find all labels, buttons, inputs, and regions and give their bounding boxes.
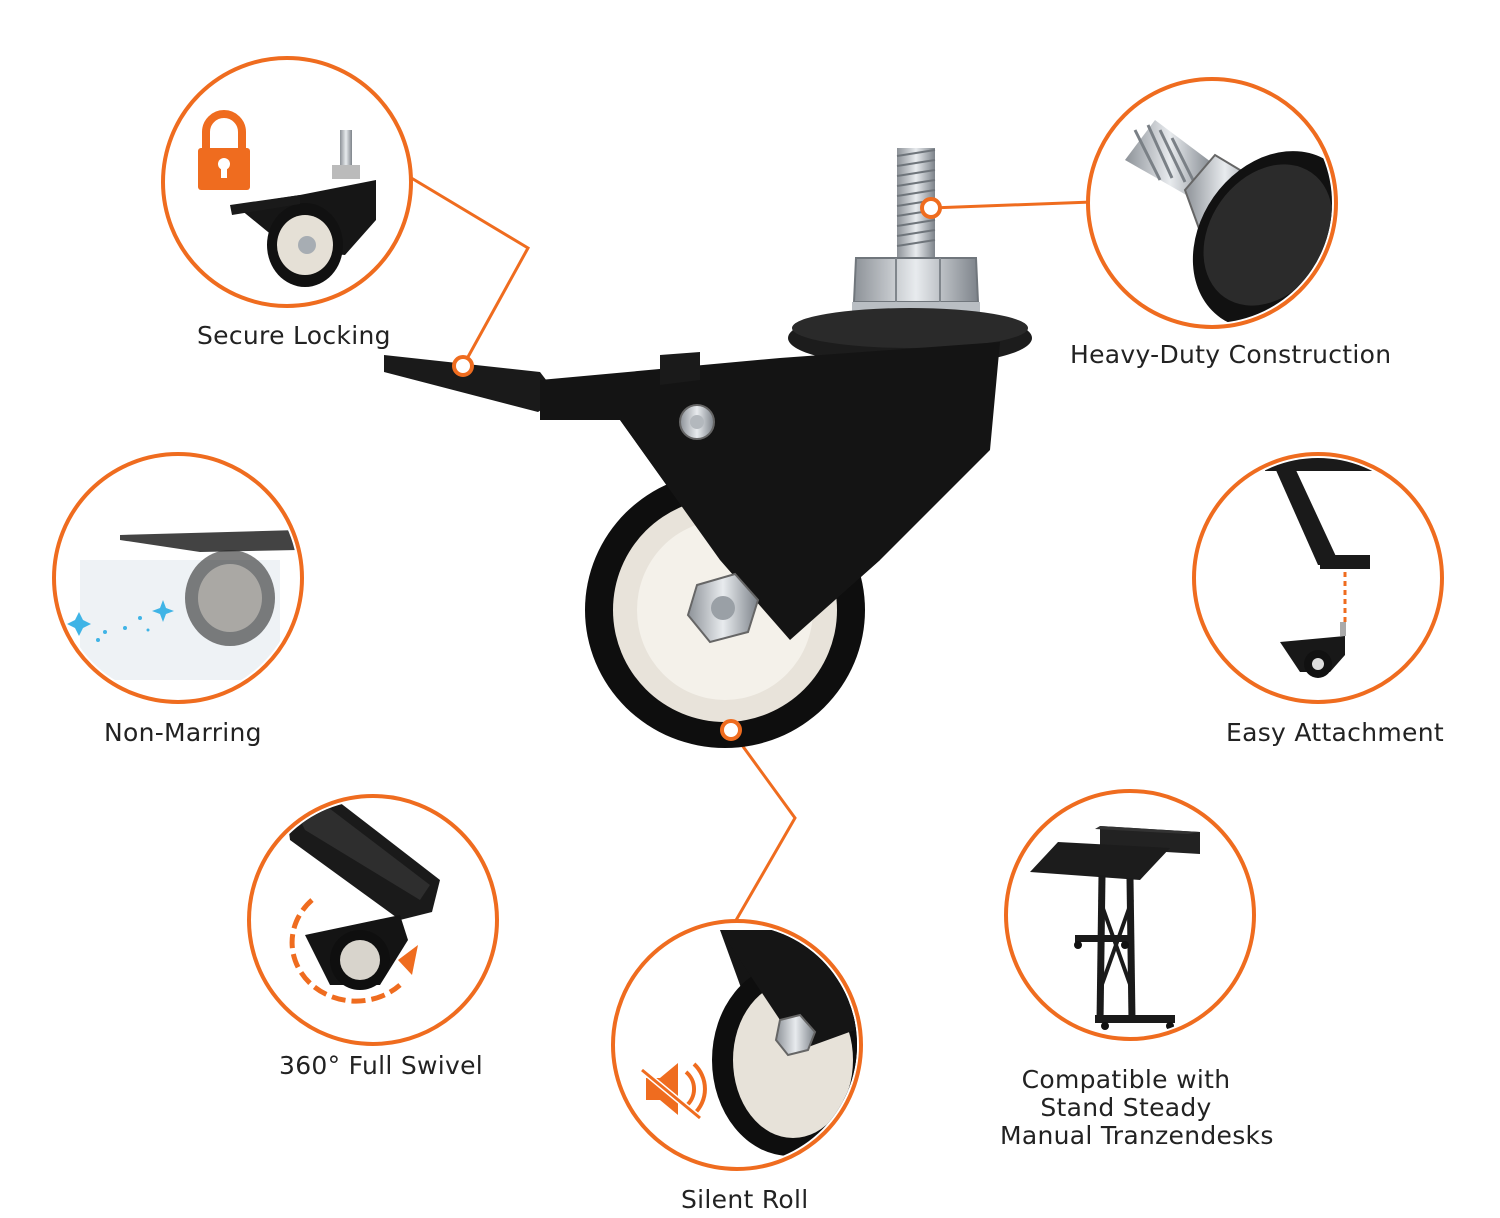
connector-lines — [397, 168, 1093, 923]
label-easy-attachment: Easy Attachment — [1226, 718, 1444, 747]
feature-circle-easy-attachment — [1192, 452, 1444, 704]
label-compatible: Compatible with Stand Steady Manual Tran… — [1000, 1065, 1274, 1150]
feature-circle-heavy-duty — [1086, 77, 1338, 329]
connector-dots — [452, 197, 942, 741]
feature-circle-silent-roll — [611, 919, 863, 1171]
label-non-marring: Non-Marring — [104, 718, 262, 747]
connector-silent-roll — [729, 729, 797, 923]
connector-locking — [397, 168, 531, 367]
label-compatible-line-1: Compatible with — [1021, 1065, 1231, 1094]
padlock-icon — [198, 110, 250, 190]
rotate-arrow-icon — [289, 898, 418, 1004]
feature-circle-secure-locking — [161, 56, 413, 308]
caster-main-image — [384, 148, 1032, 748]
label-full-swivel: 360° Full Swivel — [279, 1051, 484, 1080]
dot-silent-roll — [720, 719, 742, 741]
feature-circle-non-marring — [52, 452, 304, 704]
label-silent-roll: Silent Roll — [681, 1185, 809, 1214]
label-compatible-line-3: Manual Tranzendesks — [1000, 1121, 1274, 1150]
label-secure-locking: Secure Locking — [197, 321, 391, 350]
feature-circle-compatible — [1004, 789, 1256, 1041]
label-compatible-line-2: Stand Steady — [1040, 1093, 1212, 1122]
label-heavy-duty: Heavy-Duty Construction — [1070, 340, 1392, 369]
connector-heavy-duty — [930, 200, 1093, 210]
dot-heavy-duty — [920, 197, 942, 219]
desk-icon — [1030, 826, 1200, 1030]
feature-circle-full-swivel — [247, 794, 499, 1046]
dot-locking — [452, 355, 474, 377]
mute-speaker-icon — [640, 1062, 707, 1121]
sparkle-icon — [67, 600, 174, 642]
